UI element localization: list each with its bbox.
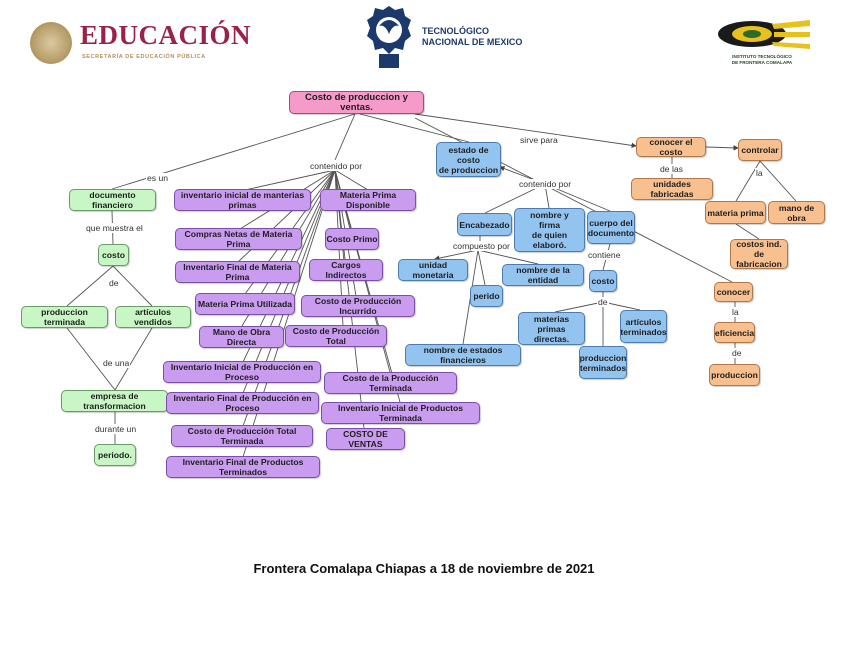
concept-inventario-inicial-productos-terminada[interactable]: Inventario Inicial de Productos Terminad… [321,402,480,424]
concept-mano-de-obra-directa[interactable]: Mano de Obra Directa [199,326,284,348]
concept-materia-prima-disponible[interactable]: Materia Prima Disponible [320,189,416,211]
concept-conocer-costo[interactable]: conocer el costo [636,137,706,157]
sep-logo-subtitle: SECRETARÍA DE EDUCACIÓN PÚBLICA [82,54,206,60]
concept-estado-costo-produccion[interactable]: estado de costo de produccion [436,142,501,177]
concept-nombre-estados-financieros[interactable]: nombre de estados financieros [405,344,521,366]
concept-inventario-inicial-produccion-proceso[interactable]: Inventario Inicial de Producción en Proc… [163,361,321,383]
concept-costo-produccion-terminada[interactable]: Costo de la Producción Terminada [324,372,457,394]
concept-documento-financiero[interactable]: documento financiero [69,189,156,211]
link-la-2: la [731,307,740,317]
link-contiene: contiene [587,250,622,260]
link-de-3: de [731,348,743,358]
sep-logo-title: EDUCACIÓN [80,20,252,50]
concept-inventario-final-productos-terminados[interactable]: Inventario Final de Productos Terminados [166,456,320,478]
sep-logo: EDUCACIÓN SECRETARÍA DE EDUCACIÓN PÚBLIC… [30,18,255,70]
concept-articulos-vendidos[interactable]: artículos vendidos [115,306,191,328]
concept-inventario-final-produccion-proceso[interactable]: Inventario Final de Producción en Proces… [166,392,319,414]
concept-costo-primo[interactable]: Costo Primo [325,228,379,250]
link-contenido-por-2: contenido por [518,179,573,189]
concept-eficiencia[interactable]: eficiencia [714,322,755,343]
concept-produccion[interactable]: produccion [709,364,760,386]
link-de-2: de [597,297,609,307]
tecnm-line-1: TECNOLÓGICO [422,26,489,36]
concept-costo-green[interactable]: costo [98,244,129,266]
tecnm-logo-text: TECNOLÓGICO NACIONAL DE MEXICO [422,26,522,48]
concept-materia-prima[interactable]: materia prima [705,201,766,224]
link-durante-un: durante un [94,424,138,434]
concept-nombre-entidad[interactable]: nombre de la entidad [502,264,584,286]
concept-encabezado[interactable]: Encabezado [457,213,512,236]
concept-periodo[interactable]: periodo. [94,444,136,466]
tecnm-line-2: NACIONAL DE MEXICO [422,37,523,47]
concept-costo-produccion-total[interactable]: Costo de Producción Total [285,325,387,347]
concept-costo-produccion-incurrido[interactable]: Costo de Producción Incurrido [301,295,415,317]
concept-materias-primas-directas[interactable]: materias primas directas. [518,312,585,345]
itfc-logo: INSTITUTO TECNOLÓGICO DE FRONTERA COMALA… [712,16,812,72]
concept-inventario-final-materia-prima[interactable]: Inventario Final de Materia Prima [175,261,300,283]
link-contenido-por: contenido por [309,161,364,171]
concept-controlar[interactable]: controlar [738,139,782,161]
link-la: la [755,168,764,178]
itfc-emblem-icon [718,20,810,49]
tecnm-emblem-icon [367,6,411,68]
itfc-logo-text: INSTITUTO TECNOLÓGICO DE FRONTERA COMALA… [712,54,812,65]
concept-costo-de-ventas[interactable]: COSTO DE VENTAS [326,428,405,450]
tecnm-logo: TECNOLÓGICO NACIONAL DE MEXICO [365,4,545,74]
concept-inventario-inicial-materias-primas[interactable]: inventario inicial de manterias primas [174,189,311,211]
concept-nombre-firma[interactable]: nombre y firma de quien elaboró. [514,208,585,252]
concept-produccion-terminada[interactable]: produccion terminada [21,306,108,328]
concept-costo-produccion-total-terminada[interactable]: Costo de Producción Total Terminada [171,425,313,447]
link-sirve-para: sirve para [519,135,559,145]
concept-perido[interactable]: perido [470,285,503,307]
concept-cargos-indirectos[interactable]: Cargos Indirectos [309,259,383,281]
national-seal-icon [30,22,72,64]
itfc-line-1: INSTITUTO TECNOLÓGICO [732,54,792,59]
concept-mano-de-obra[interactable]: mano de obra [768,201,825,224]
link-es-un: es un [146,173,170,183]
concept-conocer[interactable]: conocer [714,282,753,302]
concept-unidad-monetaria[interactable]: unidad monetaria [398,259,468,281]
concept-costo-blue[interactable]: costo [589,270,617,292]
link-de: de [108,278,120,288]
itfc-line-2: DE FRONTERA COMALAPA [731,59,793,65]
footer-date-location: Frontera Comalapa Chiapas a 18 de noviem… [253,561,595,576]
concept-cuerpo-documento[interactable]: cuerpo del documento [587,211,635,244]
concept-costos-indirectos-fabricacion[interactable]: costos ind. de fabricacion [730,239,788,269]
concept-produccion-terminados[interactable]: produccion terminados [579,346,627,379]
concept-empresa-transformacion[interactable]: empresa de transformacion [61,390,168,412]
concept-materia-prima-utilizada[interactable]: Materia Prima Utilizada [195,293,295,315]
link-de-las: de las [659,164,684,174]
concept-root[interactable]: Costo de produccion y ventas. [289,91,424,114]
concept-articulos-terminados[interactable]: artículos terminados [620,310,667,343]
link-que-muestra-el: que muestra el [85,223,144,233]
link-compuesto-por: compuesto por [452,241,511,251]
link-de-una: de una [102,358,131,368]
concept-unidades-fabricadas[interactable]: unidades fabricadas [631,178,713,200]
concept-compras-netas-materia-prima[interactable]: Compras Netas de Materia Prima [175,228,302,250]
